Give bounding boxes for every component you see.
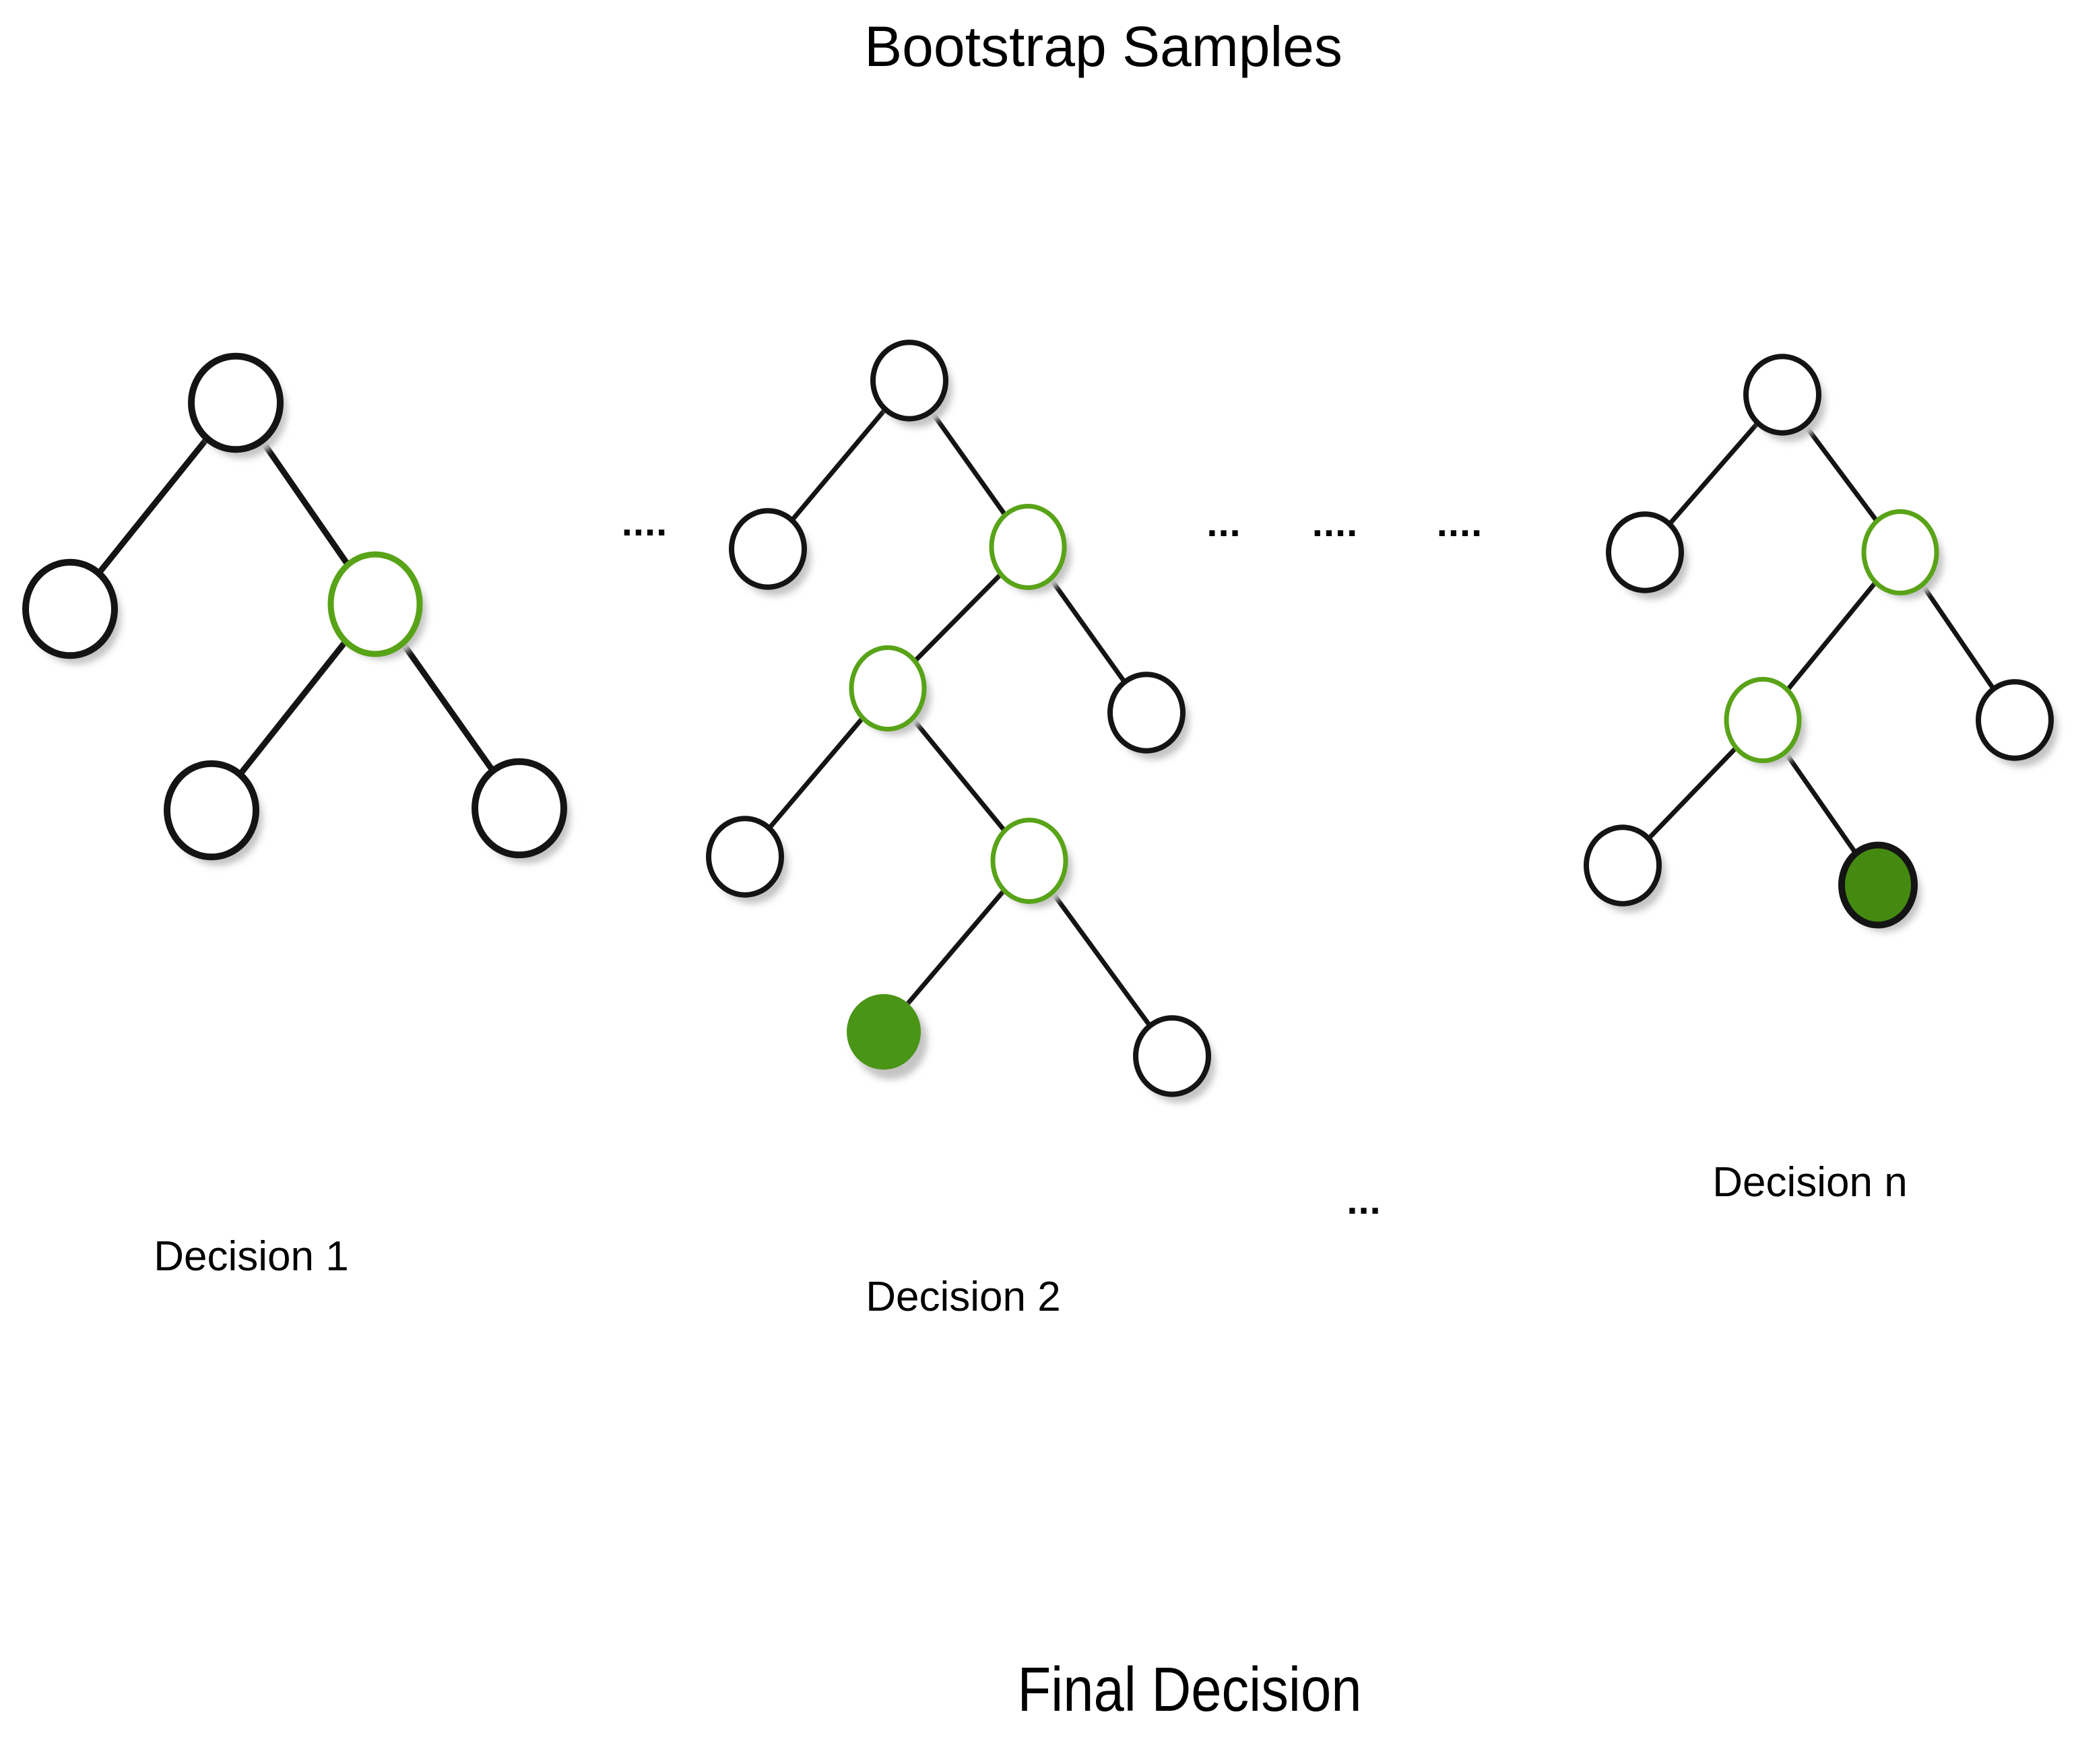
tree-label-decision-n: Decision n bbox=[1712, 1159, 1908, 1206]
ellipsis-separator: ... bbox=[1206, 501, 1241, 545]
tree-node-plain bbox=[1976, 679, 2054, 761]
tree-node-highlighted bbox=[989, 504, 1067, 590]
tree-node-plain bbox=[1584, 824, 1662, 907]
final-decision-label: Final Decision bbox=[1017, 1654, 1362, 1724]
ellipsis-separator: .... bbox=[621, 500, 668, 544]
tree-node-selected bbox=[1838, 841, 1918, 929]
tree-label-decision-2: Decision 2 bbox=[866, 1274, 1061, 1320]
tree-node-plain bbox=[1107, 672, 1186, 754]
tree-node-plain bbox=[472, 758, 567, 859]
ellipsis-separator: .... bbox=[1311, 501, 1359, 545]
tree-node-selected bbox=[847, 993, 921, 1070]
tree-decision-2 bbox=[706, 339, 1215, 1103]
ellipsis-separator: ... bbox=[1347, 1179, 1382, 1222]
tree-node-plain bbox=[729, 508, 807, 590]
tree-node-plain bbox=[164, 760, 259, 861]
tree-node-plain bbox=[706, 816, 784, 898]
page-title: Bootstrap Samples bbox=[864, 15, 1342, 78]
tree-decision-n bbox=[1584, 354, 2058, 932]
trees-layer bbox=[22, 339, 2058, 1103]
tree-decision-1 bbox=[22, 352, 571, 866]
tree-node-highlighted bbox=[1861, 509, 1939, 595]
tree-label-decision-1: Decision 1 bbox=[154, 1233, 349, 1280]
tree-node-highlighted bbox=[849, 645, 927, 731]
tree-node-highlighted bbox=[327, 551, 423, 657]
tree-node-highlighted bbox=[1724, 677, 1802, 763]
tree-node-plain bbox=[22, 558, 118, 659]
tree-node-plain bbox=[1133, 1015, 1211, 1097]
tree-node-highlighted bbox=[990, 818, 1068, 904]
ellipsis-separator: .... bbox=[1436, 501, 1483, 545]
tree-node-plain bbox=[870, 339, 948, 422]
tree-node-plain bbox=[188, 352, 284, 453]
tree-node-plain bbox=[1606, 511, 1684, 593]
tree-node-plain bbox=[1743, 354, 1821, 436]
